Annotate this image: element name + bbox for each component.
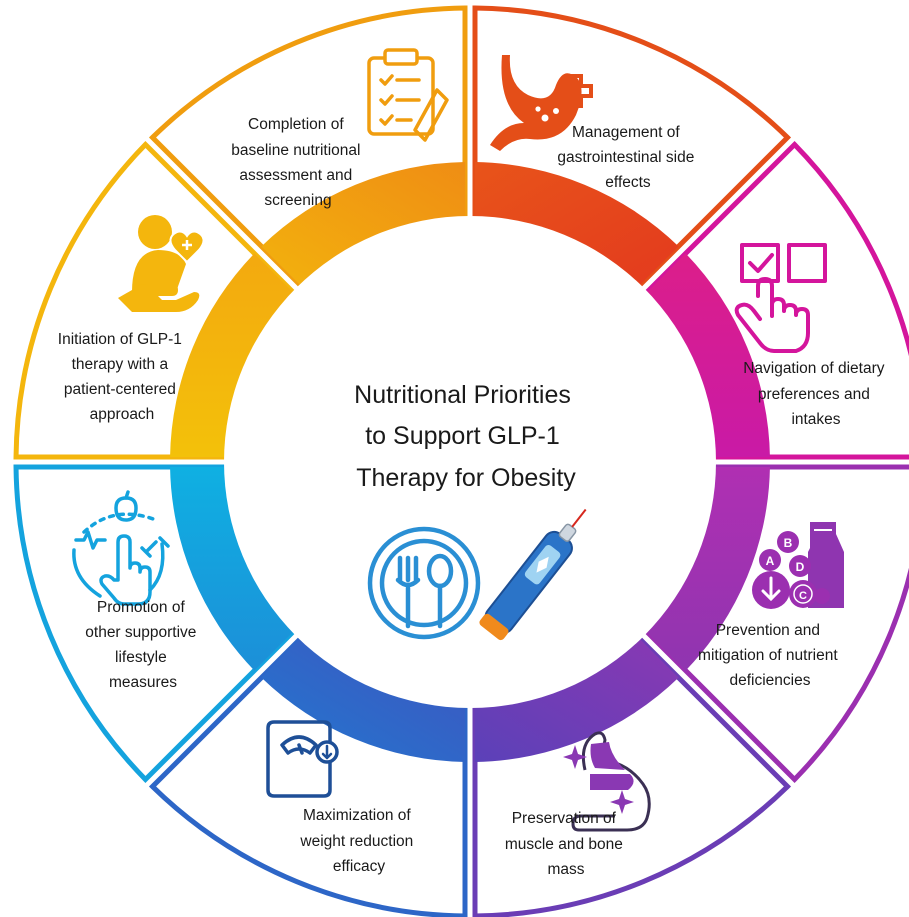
center-title-line-2: to Support GLP-1 (365, 422, 560, 450)
segment-baseline-assessment-band (261, 162, 466, 285)
clipboard-checklist-icon (367, 48, 449, 142)
segment-dietary-preferences-band (647, 253, 770, 458)
label-gi-side-effects: Management of gastrointestinal side effe… (557, 124, 698, 191)
label-lifestyle-measures: Promotion of other supportive lifestyle … (85, 599, 200, 691)
segment-glp1-initiation-band (170, 253, 293, 458)
label-glp1-initiation: Initiation of GLP-1 therapy with a patie… (58, 331, 186, 423)
svg-text:D: D (796, 560, 805, 574)
flexed-arm-icon (563, 731, 651, 832)
label-muscle-bone: Preservation of muscle and bone mass (505, 810, 627, 878)
segment-weight-reduction-band (261, 639, 466, 762)
scale-icon (266, 720, 339, 798)
injection-pen-icon (479, 508, 587, 641)
svg-text:B: B (784, 536, 793, 550)
segment-nutrient-deficiencies-band (647, 466, 770, 671)
center-disk (224, 216, 716, 708)
hand-lifestyle-icon (72, 490, 170, 606)
label-nutrient-deficiencies: Prevention and mitigation of nutrient de… (698, 622, 842, 689)
center-title-line-1: Nutritional Priorities (354, 381, 571, 409)
center-title-line-3: Therapy for Obesity (356, 464, 576, 492)
stomach-plus-icon (490, 55, 593, 151)
label-baseline-assessment: Completion of baseline nutritional asses… (231, 116, 365, 209)
segment-gi-side-effects-band (474, 162, 679, 285)
label-dietary-preferences: Navigation of dietary preferences and in… (743, 360, 889, 428)
plate-fork-spoon-icon (367, 526, 481, 640)
segment-muscle-bone-band (474, 639, 679, 762)
segment-lifestyle-measures-band (170, 466, 293, 671)
hand-checkbox-icon (734, 243, 827, 353)
vitamins-milk-icon: B A D C (752, 522, 844, 609)
patient-care-icon (118, 215, 205, 312)
svg-text:A: A (766, 554, 775, 568)
label-weight-reduction: Maximization of weight reduction efficac… (299, 807, 417, 875)
svg-text:C: C (799, 590, 807, 602)
center-title: Nutritional Priorities to Support GLP-1 … (354, 381, 578, 492)
inner-bands (170, 162, 770, 762)
